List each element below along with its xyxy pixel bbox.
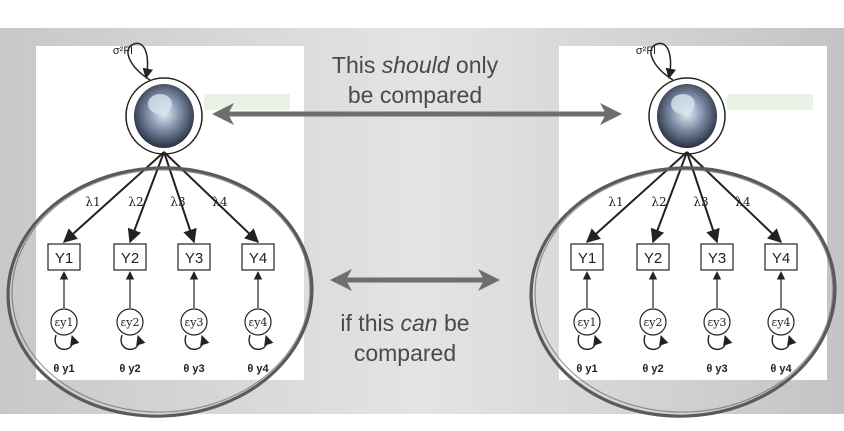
error-circle	[244, 308, 272, 336]
head-xray-image	[134, 84, 194, 148]
error-variance-loop	[120, 334, 146, 350]
head-xray-highlight	[671, 94, 695, 114]
error-circle	[573, 308, 601, 336]
indicator-label: Y2	[644, 250, 662, 267]
measurement-ellipse	[529, 166, 837, 418]
caption-top-emphasis: should	[381, 52, 450, 78]
indicator-label: Y1	[55, 250, 73, 267]
factor-variance-label: σ²FI	[636, 45, 656, 57]
error-label: εy3	[708, 316, 727, 329]
factor-comparison-arrow-head-left	[212, 103, 234, 125]
indicator-label: Y2	[121, 250, 139, 267]
caption-bottom: if this can be compared	[305, 308, 505, 368]
error-variance-label: θ y1	[576, 363, 597, 375]
error-variance-loop	[707, 334, 733, 350]
indicator-label: Y4	[249, 250, 267, 267]
error-variance-loop	[248, 334, 274, 350]
loading-label: λ4	[735, 195, 751, 209]
indicator-box	[47, 243, 81, 271]
indicator-box	[113, 243, 147, 271]
measurement-ellipse-stroke	[534, 169, 834, 413]
error-circle	[116, 308, 144, 336]
loading-label: λ2	[128, 195, 143, 209]
factor-side-tab	[727, 94, 813, 110]
measurement-comparison-arrow-head-right	[478, 269, 500, 291]
indicator-box	[636, 243, 670, 271]
caption-bottom-suffix: be	[437, 310, 470, 336]
error-variance-loop	[771, 334, 797, 350]
head-xray-image	[657, 84, 717, 148]
error-circle	[180, 308, 208, 336]
measurement-ellipse-stroke	[11, 169, 311, 413]
factor-variance-loop	[650, 42, 676, 81]
loading-label: λ1	[85, 195, 100, 209]
error-variance-label: θ y3	[183, 363, 204, 375]
loading-label: λ4	[212, 195, 228, 209]
error-circle	[639, 308, 667, 336]
caption-top: This should only be compared	[300, 50, 530, 110]
error-variance-label: θ y4	[247, 363, 269, 375]
caption-top-line2: be compared	[347, 82, 483, 108]
error-variance-label: θ y4	[770, 363, 792, 375]
measurement-ellipse	[6, 166, 314, 418]
indicator-box	[570, 243, 604, 271]
error-variance-label: θ y2	[119, 363, 140, 375]
factor-variance-loop	[127, 42, 153, 81]
error-label: εy2	[644, 316, 663, 329]
loading-arrow	[163, 151, 260, 243]
factor-comparison-arrow-head-right	[600, 103, 622, 125]
error-circle	[703, 308, 731, 336]
indicator-box	[764, 243, 798, 271]
error-label: εy4	[772, 316, 791, 329]
indicator-label: Y4	[772, 250, 790, 267]
error-label: εy1	[55, 316, 74, 329]
caption-bottom-emphasis: can	[400, 310, 438, 336]
error-variance-label: θ y1	[53, 363, 74, 375]
caption-top-prefix: This	[331, 52, 382, 78]
error-label: εy4	[249, 316, 268, 329]
error-label: εy1	[578, 316, 597, 329]
error-variance-loop	[643, 334, 669, 350]
loading-label: λ1	[608, 195, 623, 209]
factor-variance-label: σ²FI	[113, 45, 133, 57]
caption-bottom-prefix: if this	[340, 310, 401, 336]
measurement-comparison-arrow-head-left	[330, 269, 352, 291]
caption-bottom-line2: compared	[353, 340, 457, 366]
error-variance-loop	[54, 334, 80, 350]
indicator-box	[177, 243, 211, 271]
error-variance-label: θ y3	[706, 363, 727, 375]
caption-top-suffix: only	[449, 52, 499, 78]
error-label: εy2	[121, 316, 140, 329]
loading-label: λ2	[651, 195, 666, 209]
loading-label: λ3	[693, 195, 708, 209]
loading-label: λ3	[170, 195, 185, 209]
indicator-label: Y3	[708, 250, 726, 267]
indicator-box	[241, 243, 275, 271]
head-xray-highlight	[148, 94, 172, 114]
factor-side-tab	[204, 94, 290, 110]
error-label: εy3	[185, 316, 204, 329]
error-variance-loop	[577, 334, 603, 350]
indicator-label: Y3	[185, 250, 203, 267]
error-circle	[767, 308, 795, 336]
error-circle	[50, 308, 78, 336]
loading-arrow	[686, 151, 783, 243]
error-variance-label: θ y2	[642, 363, 663, 375]
error-variance-loop	[184, 334, 210, 350]
indicator-label: Y1	[578, 250, 596, 267]
indicator-box	[700, 243, 734, 271]
